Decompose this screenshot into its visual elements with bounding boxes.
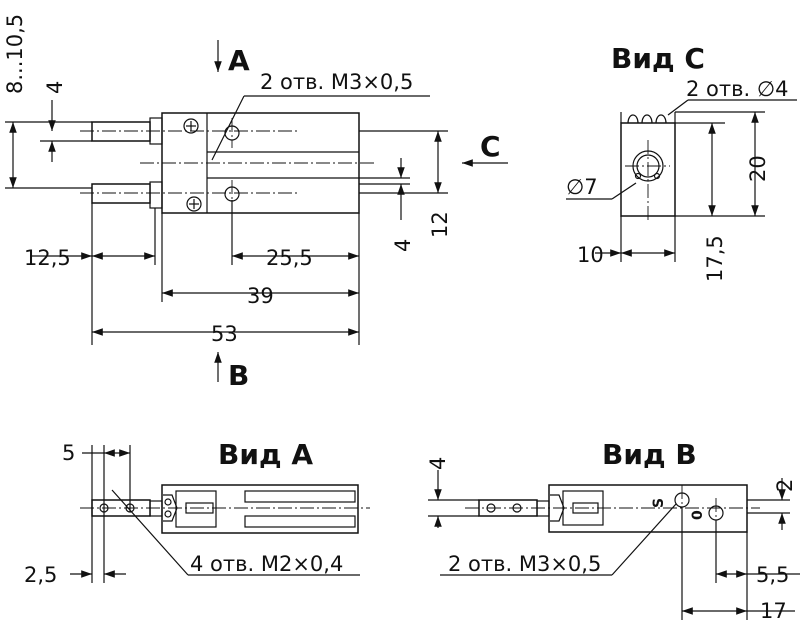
dim-10: 10 (577, 243, 604, 267)
hole-m2 (164, 510, 172, 518)
dim-12: 12 (428, 211, 452, 238)
dim-stroke: 8...10,5 (3, 14, 27, 94)
dim-2-5: 2,5 (24, 563, 57, 587)
screw-icon (183, 118, 199, 134)
piston-rod-lower (91, 183, 151, 204)
screw-icon (186, 196, 202, 212)
view-b: Вид В 4 2 5,5 17 S 0 2 отв. М3×0,5 (426, 438, 800, 623)
note-holes-m3-b: 2 отв. М3×0,5 (448, 552, 601, 576)
piston-rod-upper (91, 121, 151, 142)
dim-53: 53 (211, 322, 238, 346)
view-arrow-c: C (480, 130, 501, 163)
note-dia-7: ∅7 (566, 175, 598, 199)
s-mark: S (651, 498, 667, 508)
dim-12-5: 12,5 (24, 246, 71, 270)
view-c-title: Вид С (611, 42, 705, 75)
view-a-title: Вид А (218, 438, 313, 471)
dim-5-5: 5,5 (756, 563, 789, 587)
dim-39: 39 (247, 284, 274, 308)
dim-20: 20 (746, 155, 770, 182)
view-b-body (548, 484, 748, 533)
hole-m2 (164, 498, 172, 506)
view-b-title: Вид В (602, 438, 697, 471)
dim-4-b: 4 (426, 457, 450, 470)
dim-4-left: 4 (43, 81, 67, 94)
dim-2-b: 2 (773, 479, 797, 492)
note-holes-m3-top: 2 отв. М3×0,5 (260, 70, 413, 94)
zero-mark: 0 (690, 510, 706, 520)
dim-17: 17 (760, 599, 787, 623)
view-a: Вид А 5 2,5 4 отв. М2×0,4 (24, 438, 370, 587)
view-arrow-a: A (228, 44, 250, 77)
note-holes-dia-4: 2 отв. ∅4 (686, 77, 789, 101)
note-holes-m2: 4 отв. М2×0,4 (190, 552, 343, 576)
dim-25-5: 25,5 (266, 246, 313, 270)
dim-5: 5 (62, 441, 75, 465)
view-arrow-b: B (228, 359, 249, 392)
front-view: 8...10,5 4 12,5 25,5 39 53 12 4 2 отв. М… (3, 14, 508, 392)
view-a-body (161, 484, 359, 534)
view-c: Вид С 2 отв. ∅4 ∅7 10 17,5 20 (566, 42, 797, 282)
dim-17-5: 17,5 (703, 235, 727, 282)
dim-4-right: 4 (391, 239, 415, 252)
